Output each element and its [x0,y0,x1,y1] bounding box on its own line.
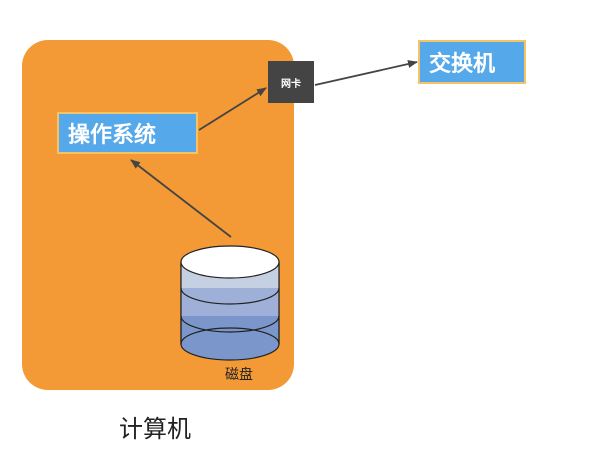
arrow-nic-to-switch [314,60,418,86]
disk-label: 磁盘 [225,367,253,383]
arrow-disk-to-os [130,159,232,238]
nic-label: 网卡 [281,78,301,90]
database-icon [180,245,280,361]
arrow-os-to-nic [198,87,267,131]
nic-box: 网卡 [268,61,314,103]
switch-label-box: 交换机 [418,40,526,84]
os-label: 操作系统 [68,123,157,148]
switch-label: 交换机 [429,52,496,77]
os-label-box: 操作系统 [57,112,198,154]
computer-caption: 计算机 [119,415,191,443]
